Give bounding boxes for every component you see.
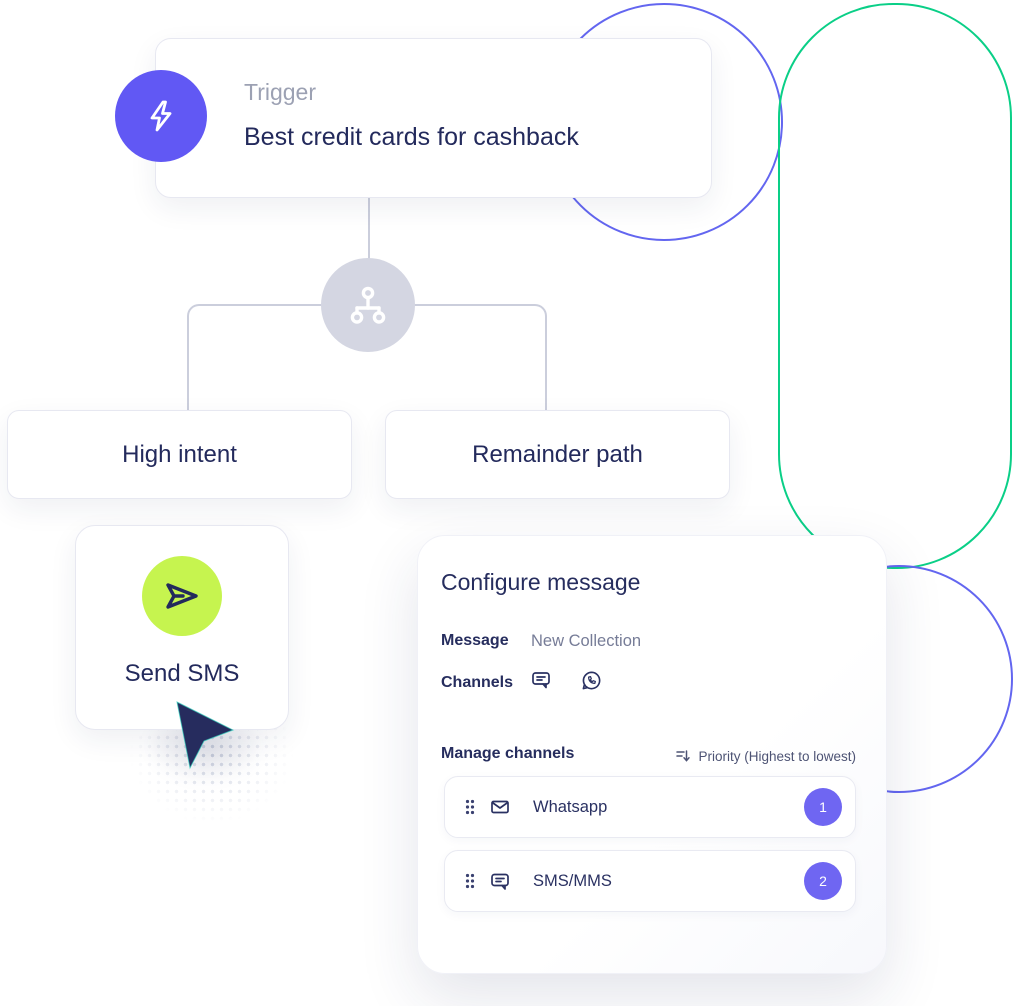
connector-trigger-to-branch <box>368 196 370 306</box>
trigger-card-label: Trigger <box>244 79 316 105</box>
mouse-cursor-icon <box>176 701 236 771</box>
send-sms-card[interactable]: Send SMS <box>75 525 289 730</box>
channels-icon-group <box>530 668 603 692</box>
drag-handle-icon[interactable] <box>465 799 475 815</box>
path-card-label: High intent <box>122 440 237 468</box>
decorative-capsule <box>778 3 1012 569</box>
chat-bubble-icon <box>489 870 511 892</box>
message-field-value[interactable]: New Collection <box>531 632 642 650</box>
trigger-card-title: Best credit cards for cashback <box>244 123 579 151</box>
branch-node[interactable] <box>321 258 415 352</box>
priority-sort-control[interactable]: Priority (Highest to lowest) <box>675 748 856 764</box>
channel-row-label: SMS/MMS <box>533 871 612 890</box>
envelope-icon <box>489 796 511 818</box>
path-card-label: Remainder path <box>472 440 643 468</box>
drag-handle-icon[interactable] <box>465 873 475 889</box>
channels-field-label: Channels <box>441 674 514 691</box>
message-field-label: Message <box>441 632 509 649</box>
configure-message-panel: Configure message Message New Collection… <box>417 535 887 974</box>
priority-label: Priority (Highest to lowest) <box>698 748 856 764</box>
channel-row-label: Whatsapp <box>533 797 608 816</box>
split-branch-icon <box>345 282 391 328</box>
whatsapp-icon[interactable] <box>580 669 603 692</box>
manage-channels-label: Manage channels <box>441 745 575 762</box>
channel-row-whatsapp[interactable]: Whatsapp 1 <box>444 776 856 838</box>
trigger-card[interactable]: Trigger Best credit cards for cashback <box>115 38 712 198</box>
lightning-bolt-icon <box>142 97 180 135</box>
priority-badge: 1 <box>804 788 842 826</box>
sms-chat-icon[interactable] <box>530 668 554 692</box>
sort-descending-icon <box>675 748 691 764</box>
send-icon-circle <box>142 556 222 636</box>
priority-badge: 2 <box>804 862 842 900</box>
panel-title: Configure message <box>441 569 641 595</box>
send-sms-label: Send SMS <box>124 660 240 687</box>
send-plane-icon <box>158 572 206 620</box>
channel-row-sms[interactable]: SMS/MMS 2 <box>444 850 856 912</box>
trigger-icon-circle <box>115 70 207 162</box>
path-card-remainder[interactable]: Remainder path <box>385 410 730 499</box>
path-card-high-intent[interactable]: High intent <box>7 410 352 499</box>
